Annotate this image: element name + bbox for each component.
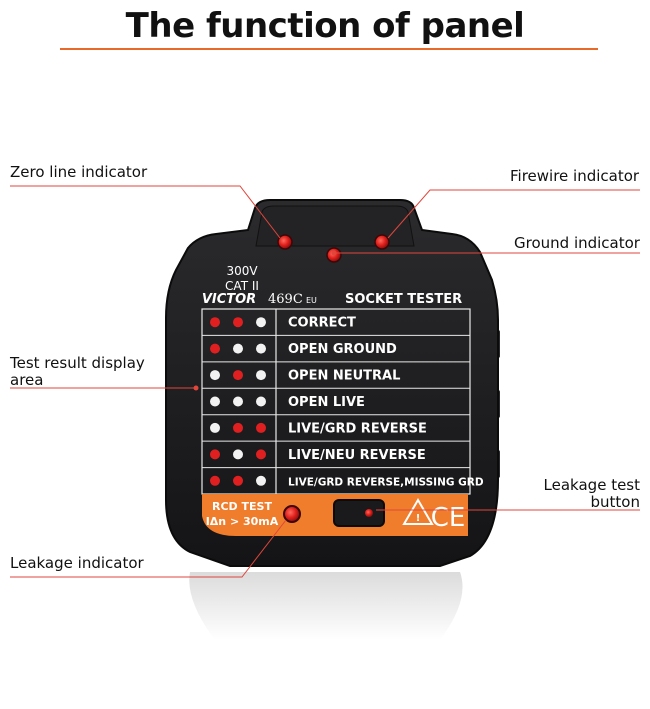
ce-mark: CE [431, 503, 466, 533]
ground-label: Ground indicator [514, 234, 640, 252]
title-underline [60, 48, 598, 50]
result-row-label: LIVE/GRD REVERSE,MISSING GRD [288, 476, 484, 488]
result-row-label: LIVE/GRD REVERSE [288, 421, 427, 436]
device-body [165, 199, 499, 567]
warning-icon: ! [402, 498, 434, 525]
result-led-white [256, 396, 266, 407]
model-number: 469C [268, 292, 303, 307]
rating-voltage: 300V [226, 264, 258, 278]
result-rows: CORRECT OPEN GROUND OPEN NEUTRAL OPEN LIVE L… [202, 316, 484, 488]
result-led-red [233, 475, 243, 486]
test-result-label-line1: Test result display [10, 354, 145, 372]
leakage-led [283, 505, 301, 523]
zero-line-label: Zero line indicator [10, 163, 148, 181]
result-led-white [256, 475, 266, 486]
result-led-red [210, 475, 220, 486]
device-reflection [189, 572, 463, 640]
test-result-label: Test result display area [10, 355, 145, 389]
result-row-label: OPEN NEUTRAL [288, 369, 400, 384]
test-button-dot [365, 509, 373, 517]
result-led-white [210, 370, 220, 381]
result-row-label: CORRECT [288, 316, 356, 331]
result-led-red [233, 422, 243, 433]
callout-lines [10, 185, 640, 578]
rcd-current-label: IΔn > 30mA [206, 515, 279, 528]
top-bump [255, 205, 415, 247]
firewire-led [374, 234, 390, 250]
result-led-red [210, 343, 220, 354]
leakage-test-label: Leakage test button [520, 477, 640, 511]
result-led-red [233, 370, 243, 381]
zero-line-callout [10, 185, 281, 239]
svg-text:!: ! [416, 513, 421, 524]
leakage-indicator-label: Leakage indicator [10, 554, 144, 572]
callout-dots [193, 250, 337, 391]
brand-logo: VICTOR [202, 292, 256, 307]
result-led-red [210, 317, 220, 328]
result-led-red [256, 422, 266, 433]
leakage-test-button[interactable] [333, 499, 385, 527]
result-led-white [233, 449, 243, 460]
page-title: The function of panel [125, 6, 525, 46]
result-led-red [233, 317, 243, 328]
device-name: SOCKET TESTER [345, 292, 462, 307]
leakage-test-label-line1: Leakage test [543, 476, 640, 494]
result-led-white [210, 396, 220, 407]
result-led-white [256, 343, 266, 354]
result-led-white [233, 343, 243, 354]
result-row-label: OPEN LIVE [288, 395, 365, 410]
rcd-test-label: RCD TEST [212, 500, 272, 513]
model-region: EU [306, 296, 317, 305]
leakage-indicator-callout [10, 519, 287, 578]
result-led-red [256, 449, 266, 460]
rating-cat: CAT II [225, 279, 259, 293]
result-led-white [210, 422, 220, 433]
result-row-label: OPEN GROUND [288, 342, 397, 357]
result-led-white [233, 396, 243, 407]
firewire-callout [387, 189, 640, 239]
firewire-label: Firewire indicator [510, 167, 640, 185]
test-result-label-line2: area [10, 371, 44, 389]
result-row-label: LIVE/NEU REVERSE [288, 448, 426, 463]
result-led-white [256, 370, 266, 381]
result-led-white [256, 317, 266, 328]
result-led-red [210, 449, 220, 460]
zero-line-led [277, 234, 293, 250]
leakage-test-label-line2: button [590, 493, 640, 511]
